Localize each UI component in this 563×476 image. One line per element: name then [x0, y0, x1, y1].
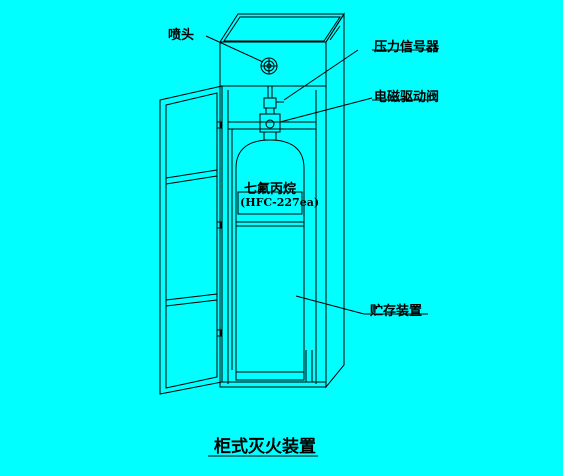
solenoid-leader [279, 97, 373, 123]
storage-label: 贮存装置 [370, 304, 423, 319]
pressure-signal-leader [283, 49, 359, 101]
gas-cylinder [235, 139, 305, 381]
diagram-caption: 柜式灭火装置 [214, 437, 316, 457]
nozzle-icon [260, 57, 278, 75]
storage-leader [295, 295, 365, 315]
nozzle-leader [205, 35, 264, 63]
solenoid-label: 电磁驱动阀 [374, 90, 440, 105]
leader-lines [205, 35, 438, 315]
pressure-signal-label: 压力信号器 [374, 40, 440, 55]
open-door [159, 85, 223, 395]
nozzle-label: 喷头 [168, 28, 195, 43]
cylinder-agent-name: 七氟丙烷 [244, 182, 297, 197]
cabinet [219, 12, 345, 389]
cylinder-agent-formula: (HFC-227ea) [240, 196, 320, 209]
